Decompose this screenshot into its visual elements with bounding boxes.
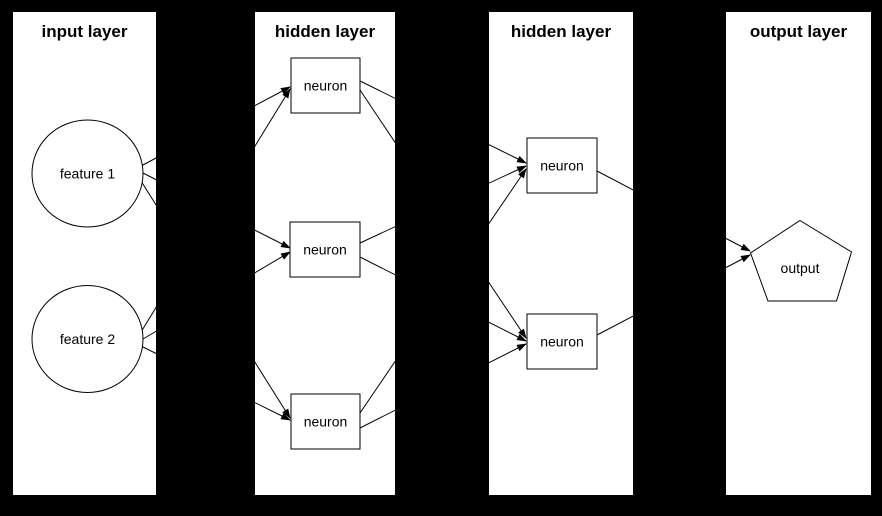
input-layer-title: input layer [42, 22, 128, 41]
node-output [749, 219, 853, 302]
node-feature2-label: feature 2 [60, 331, 115, 347]
node-h1-neuron3 [290, 393, 361, 450]
hidden-layer-2-panel [489, 12, 633, 495]
input-layer-panel [13, 12, 156, 495]
node-h2-neuron2-label: neuron [540, 334, 584, 350]
edge-h1n3-h2n2 [359, 343, 527, 429]
hidden-layer-2-title: hidden layer [511, 22, 612, 41]
node-h1-neuron1-label: neuron [304, 78, 348, 94]
node-feature2 [31, 285, 144, 393]
edge-h2n1-output [596, 170, 751, 252]
node-h1-neuron2-label: neuron [303, 242, 347, 258]
edge-feature2-h1n2 [142, 251, 291, 340]
node-h1-neuron3-label: neuron [304, 414, 348, 430]
node-output-label: output [781, 260, 820, 276]
edge-feature2-h1n3 [140, 345, 291, 421]
edge-feature1-h1n2 [142, 172, 291, 249]
edge-feature2-h1n1 [140, 88, 291, 333]
node-feature1 [31, 119, 144, 228]
node-h2-neuron1 [526, 137, 598, 194]
node-h2-neuron2 [526, 313, 598, 370]
edge-h1n1-h2n1 [359, 80, 527, 164]
node-h2-neuron1-label: neuron [540, 158, 584, 174]
node-feature1-label: feature 1 [60, 166, 115, 182]
edge-h1n3-h2n1 [359, 168, 527, 414]
edge-feature1-h1n3 [140, 180, 291, 419]
edge-h1n1-h2n2 [359, 89, 527, 339]
edge-feature1-h1n1 [140, 86, 291, 167]
node-h1-neuron1 [290, 57, 361, 114]
edge-h1n2-h2n1 [359, 165, 527, 244]
output-layer-title: output layer [750, 22, 848, 41]
edge-h1n2-h2n2 [359, 256, 527, 342]
node-h1-neuron2 [289, 221, 361, 278]
edge-h2n2-output [596, 254, 751, 336]
hidden-layer-1-title: hidden layer [275, 22, 376, 41]
